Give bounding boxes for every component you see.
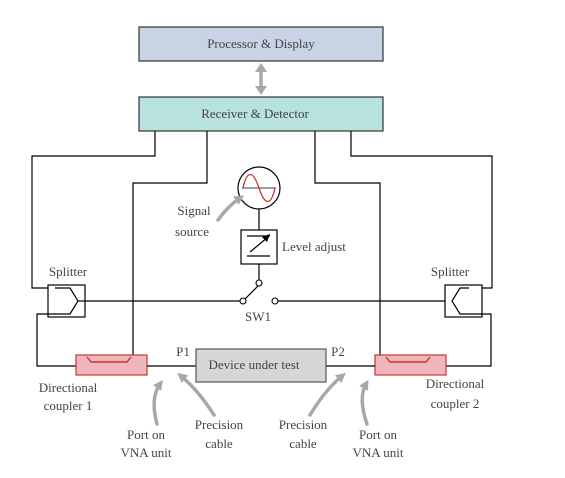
port-right-arrow (359, 379, 369, 426)
cable-left-label-line1: Precision (195, 417, 244, 432)
port-right-label-line2: VNA unit (353, 445, 404, 460)
coupler2-label-line1: Directional (426, 376, 485, 391)
cable-right-label-line2: cable (289, 436, 317, 451)
splitter-left (36, 284, 86, 367)
processor-display-block: Processor & Display (138, 26, 384, 62)
processor-display-label: Processor & Display (207, 36, 315, 51)
level-adjust-attenuator (240, 229, 278, 280)
port-left-label-line1: Port on (127, 427, 165, 442)
port-right-label-line1: Port on (359, 427, 397, 442)
splitter-right (444, 284, 492, 367)
cable-left-arrow (177, 372, 216, 417)
port-left-arrow (152, 379, 163, 426)
cable-right-label-line1: Precision (279, 417, 328, 432)
bus-arrow (255, 63, 267, 95)
dut-label: Device under test (209, 357, 300, 372)
port2-label: P2 (331, 344, 345, 359)
cable-right-arrow (308, 372, 346, 417)
coupler1-label-line2: coupler 1 (44, 398, 93, 413)
receiver-detector-label: Receiver & Detector (201, 106, 309, 121)
splitter-left-label: Splitter (49, 264, 88, 279)
coupler1-label-line1: Directional (39, 380, 98, 395)
switch-label: SW1 (245, 309, 271, 324)
callout-arrows (152, 195, 369, 426)
port1-label: P1 (176, 344, 190, 359)
receiver-detector-block: Receiver & Detector (138, 96, 384, 132)
receiver-wires (31, 131, 493, 357)
signal-source (237, 166, 281, 230)
directional-coupler-1 (75, 354, 196, 376)
coupler2-label-line2: coupler 2 (431, 396, 480, 411)
signal-source-arrow (216, 195, 245, 222)
signal-source-label-line2: source (175, 224, 209, 239)
port-left-label-line2: VNA unit (121, 445, 172, 460)
signal-source-label-line1: Signal (177, 203, 211, 218)
switch-sw1 (85, 279, 445, 305)
level-adjust-label: Level adjust (282, 239, 346, 254)
directional-coupler-2 (326, 354, 447, 376)
device-under-test: Device under test (195, 348, 327, 383)
splitter-right-label: Splitter (431, 264, 470, 279)
cable-left-label-line2: cable (205, 436, 233, 451)
